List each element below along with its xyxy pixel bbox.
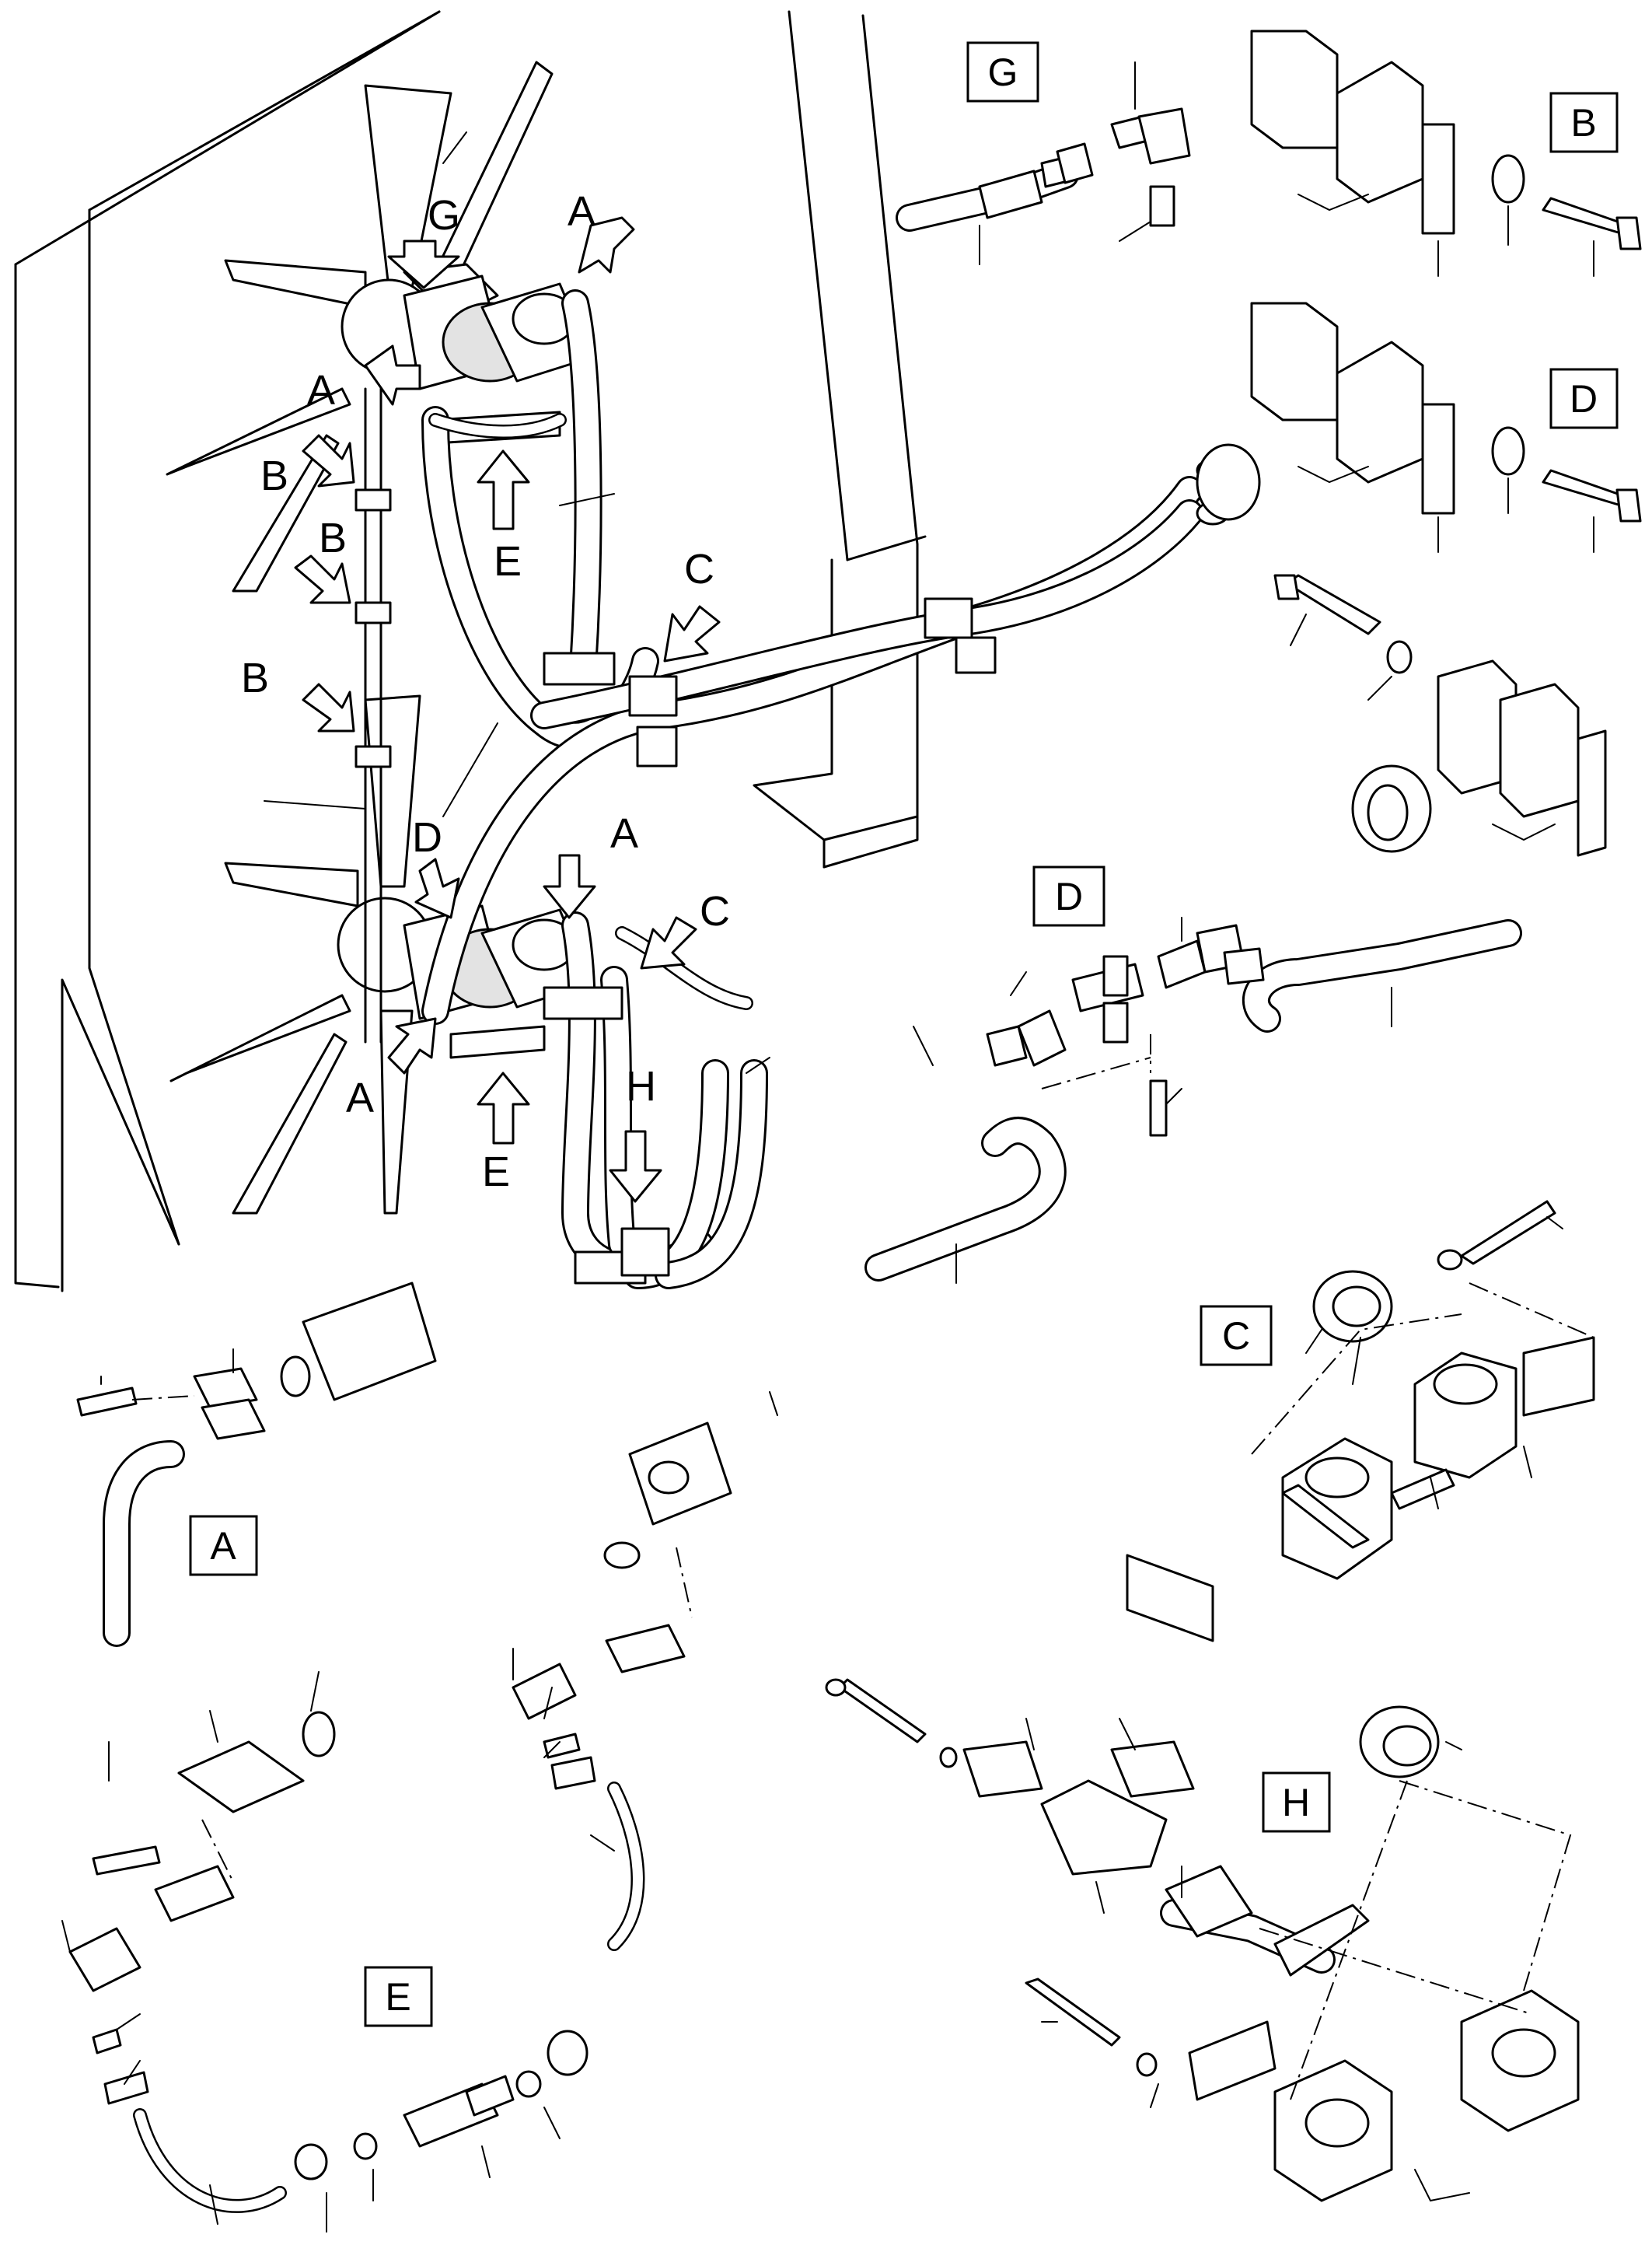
- callout-a-right: A: [610, 810, 638, 857]
- callout-c-lower: C: [700, 888, 730, 935]
- callout-e-bottom: E: [482, 1149, 510, 1195]
- detail-d-fittings: D: [864, 865, 1522, 1284]
- detail-a: A: [76, 1282, 437, 1647]
- detail-c: C: [1126, 1200, 1595, 1642]
- detail-d-lower-clamp: [1273, 574, 1607, 857]
- callout-b-3: B: [241, 655, 269, 701]
- detail-box-d-clamp: [1549, 368, 1619, 429]
- callout-a-top: A: [568, 188, 595, 235]
- callout-e-top: E: [494, 538, 522, 585]
- detail-label-g: G: [988, 51, 1018, 94]
- vertical-tube: [354, 387, 392, 1044]
- callout-c-top: C: [684, 546, 714, 593]
- detail-box-b: [1549, 92, 1619, 153]
- machine-housing: [14, 10, 927, 1292]
- callout-a-bottom: A: [346, 1075, 374, 1121]
- callout-b-2: B: [319, 515, 347, 561]
- detail-box-g: [966, 41, 1039, 103]
- main-assembly-labels: G A A B B B E C D A C A H E: [241, 188, 730, 1195]
- detail-label-a: A: [210, 1524, 236, 1568]
- detail-label-d-fittings: D: [1055, 875, 1083, 918]
- callout-arrows: [294, 216, 721, 1203]
- callout-b-1: B: [260, 453, 288, 499]
- callout-a-mid: A: [307, 367, 335, 414]
- upper-fan: [166, 61, 554, 593]
- callout-g: G: [428, 192, 460, 239]
- detail-box-d-fittings: [1032, 865, 1105, 927]
- detail-label-d-clamp: D: [1570, 377, 1598, 421]
- callout-d: D: [412, 814, 442, 861]
- detail-h: H: [825, 1678, 1580, 2202]
- detail-box-a: [189, 1515, 258, 1576]
- detail-label-h: H: [1282, 1781, 1310, 1824]
- detail-g: G: [896, 41, 1191, 265]
- main-leader-lines: [264, 131, 770, 1074]
- lower-fan: [169, 694, 433, 1215]
- detail-d-clamp: D: [1250, 302, 1642, 553]
- callout-h: H: [626, 1063, 656, 1110]
- detail-label-b: B: [1570, 101, 1596, 145]
- main-hoses: [421, 289, 1203, 1289]
- detail-label-c: C: [1222, 1314, 1250, 1358]
- detail-e: E: [61, 1391, 778, 2233]
- detail-box-e: [364, 1966, 433, 2027]
- upper-motor: [403, 275, 592, 445]
- detail-box-c: [1200, 1305, 1273, 1366]
- detail-box-h: [1262, 1771, 1331, 1833]
- detail-label-e: E: [385, 1975, 410, 2019]
- detail-b: B: [1250, 30, 1642, 277]
- hose-clamps: [543, 443, 1261, 1285]
